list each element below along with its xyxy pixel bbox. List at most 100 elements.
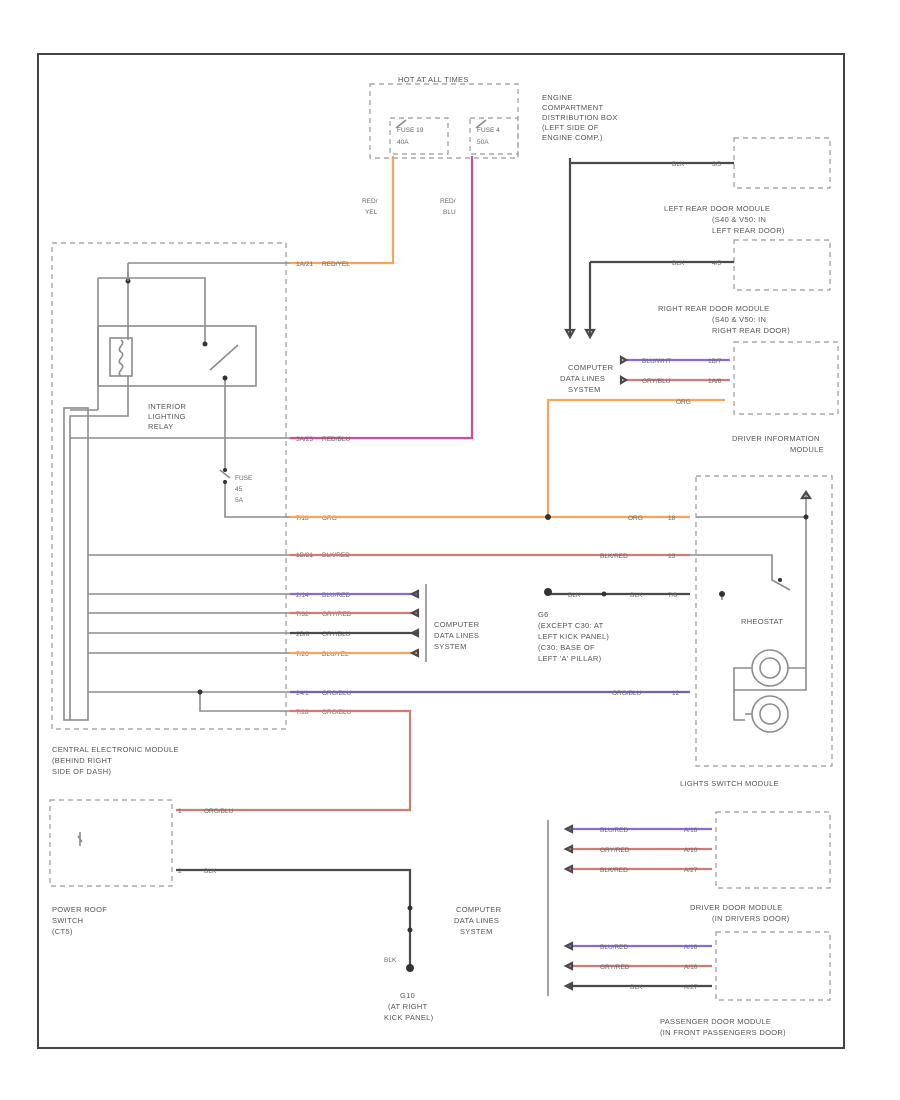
svg-text:(CT5): (CT5) [52, 927, 73, 936]
svg-text:DRIVER DOOR MODULE: DRIVER DOOR MODULE [690, 903, 783, 912]
svg-text:1A/8: 1A/8 [708, 378, 722, 385]
svg-text:INTERIOR: INTERIOR [148, 402, 187, 411]
svg-text:ORG: ORG [628, 515, 643, 522]
svg-text:50A: 50A [477, 139, 489, 146]
svg-text:A/10: A/10 [684, 964, 698, 971]
red-blu-wire [290, 156, 474, 440]
svg-text:MODULE: MODULE [790, 445, 824, 454]
svg-text:LIGHTING: LIGHTING [148, 412, 186, 421]
svg-text:40A: 40A [397, 139, 409, 146]
svg-text:GRY/RED: GRY/RED [322, 611, 352, 618]
svg-text:BLK/RED: BLK/RED [600, 553, 628, 560]
svg-text:SYSTEM: SYSTEM [434, 642, 467, 651]
svg-text:BLK: BLK [630, 592, 643, 599]
svg-text:POWER ROOF: POWER ROOF [52, 905, 107, 914]
fuse4-label: FUSE 4 [477, 127, 500, 134]
comp-data-lines-1: COMPUTER [568, 363, 614, 372]
diagram-frame [37, 53, 845, 1049]
fuse45: FUSE 45 5A [219, 468, 253, 504]
svg-text:LEFT 'A' PILLAR): LEFT 'A' PILLAR) [538, 654, 602, 663]
cem-internal-bus [63, 407, 89, 721]
passenger-door-module [715, 931, 831, 1001]
svg-text:BLK: BLK [204, 868, 217, 875]
svg-text:RED/: RED/ [362, 198, 378, 205]
svg-text:5A: 5A [235, 497, 244, 504]
svg-text:DATA LINES: DATA LINES [434, 631, 479, 640]
g10-label: G10 [400, 991, 415, 1000]
svg-text:A/18: A/18 [684, 944, 698, 951]
svg-text:ENGINE: ENGINE [542, 93, 573, 102]
power-roof-switch [49, 799, 173, 887]
red-yel-wire [290, 156, 395, 265]
svg-text:BLU/RED: BLU/RED [322, 592, 350, 599]
comp-data-lines-2: COMPUTER [434, 620, 480, 629]
central-electronic-module [51, 242, 287, 730]
svg-text:FUSE: FUSE [235, 475, 253, 482]
svg-text:COMPARTMENT: COMPARTMENT [542, 103, 603, 112]
right-rear-door-module [733, 239, 831, 291]
svg-text:SWITCH: SWITCH [52, 916, 83, 925]
left-rear-door-module [733, 137, 831, 189]
svg-text:(LEFT SIDE OF: (LEFT SIDE OF [542, 123, 599, 132]
svg-text:RED/YEL: RED/YEL [322, 261, 350, 268]
svg-text:BLK: BLK [384, 957, 397, 964]
svg-text:13: 13 [668, 553, 676, 560]
svg-text:RELAY: RELAY [148, 422, 174, 431]
svg-text:GRY/BLU: GRY/BLU [322, 631, 351, 638]
svg-text:BLU/RED: BLU/RED [600, 827, 628, 834]
engine-fuse-box: HOT AT ALL TIMES FUSE 19 40A FUSE 4 50A [369, 75, 519, 159]
svg-text:RIGHT REAR DOOR MODULE: RIGHT REAR DOOR MODULE [658, 304, 769, 313]
svg-text:(AT RIGHT: (AT RIGHT [388, 1002, 428, 1011]
roof-switch-wire [176, 709, 412, 812]
svg-text:ORG: ORG [322, 515, 337, 522]
svg-text:7/26: 7/26 [296, 651, 309, 658]
svg-text:ORG: ORG [676, 399, 691, 406]
svg-text:7/6: 7/6 [668, 592, 677, 599]
hot-at-all-times-label: HOT AT ALL TIMES [398, 75, 469, 84]
g6-label: G6 (EXCEPT C30: AT LEFT KICK PANEL) (C30… [538, 610, 609, 663]
svg-text:BLK/RED: BLK/RED [600, 867, 628, 874]
svg-text:BLK: BLK [568, 592, 581, 599]
comp-data-lines-3: COMPUTER [456, 905, 502, 914]
svg-text:PASSENGER DOOR MODULE: PASSENGER DOOR MODULE [660, 1017, 771, 1026]
svg-text:1B/7: 1B/7 [708, 358, 722, 365]
svg-text:DATA LINES: DATA LINES [454, 916, 499, 925]
svg-text:BLU: BLU [443, 209, 456, 216]
svg-text:SYSTEM: SYSTEM [568, 385, 601, 394]
svg-text:7/28: 7/28 [296, 709, 309, 716]
svg-text:BLK: BLK [672, 260, 685, 267]
svg-text:ORG/BLU: ORG/BLU [322, 690, 352, 697]
svg-text:45: 45 [235, 486, 243, 493]
svg-text:A/27: A/27 [684, 867, 698, 874]
lamp-1 [751, 649, 789, 687]
roof-ground-wire [176, 868, 412, 965]
svg-text:BLU/WHT: BLU/WHT [642, 358, 671, 365]
svg-text:BLK: BLK [672, 161, 685, 168]
svg-text:LEFT REAR DOOR): LEFT REAR DOOR) [712, 226, 785, 235]
svg-text:A/18: A/18 [684, 827, 698, 834]
svg-text:ORG/BLU: ORG/BLU [204, 808, 234, 815]
svg-text:(EXCEPT C30: AT: (EXCEPT C30: AT [538, 621, 604, 630]
interior-lighting-relay [69, 262, 290, 720]
svg-text:G6: G6 [538, 610, 549, 619]
svg-text:1: 1 [178, 808, 182, 815]
svg-text:2/14: 2/14 [296, 592, 309, 599]
svg-text:3/5: 3/5 [712, 161, 721, 168]
svg-text:1A/21: 1A/21 [296, 261, 313, 268]
lights-switch-module [695, 475, 833, 767]
svg-text:18: 18 [668, 515, 676, 522]
svg-text:12: 12 [672, 690, 680, 697]
svg-text:4/5: 4/5 [712, 260, 721, 267]
svg-text:GRY/BLU: GRY/BLU [642, 378, 671, 385]
svg-text:LIGHTS SWITCH MODULE: LIGHTS SWITCH MODULE [680, 779, 779, 788]
svg-text:YEL: YEL [365, 209, 378, 216]
svg-text:RED/: RED/ [440, 198, 456, 205]
svg-text:3A/23: 3A/23 [296, 436, 313, 443]
svg-text:KICK PANEL): KICK PANEL) [384, 1013, 434, 1022]
driver-door-module [715, 811, 831, 889]
svg-text:(C30: BASE OF: (C30: BASE OF [538, 643, 595, 652]
svg-text:SYSTEM: SYSTEM [460, 927, 493, 936]
svg-text:2B/8: 2B/8 [296, 631, 310, 638]
